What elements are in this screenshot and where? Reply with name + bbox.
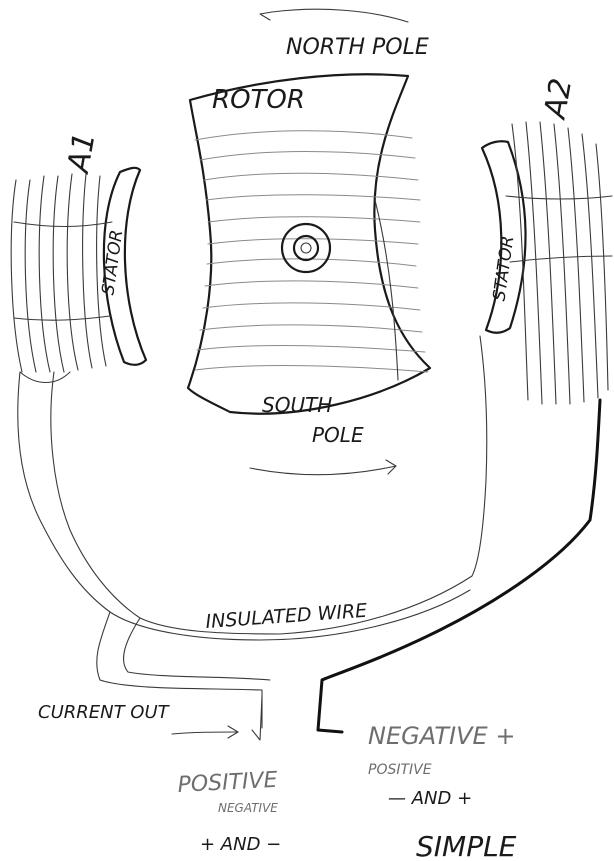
simple-label: SIMPLE — [416, 830, 517, 861]
south-pole-label-2: POLE — [312, 423, 364, 447]
negative-small-label: NEGATIVE — [218, 801, 278, 815]
south-pole-label-1: SOUTH — [262, 393, 332, 417]
plus-and-minus-label: + AND − — [200, 834, 281, 855]
rotor — [188, 74, 430, 413]
positive-label: POSITIVE — [177, 768, 278, 798]
north-pole-label: NORTH POLE — [286, 35, 429, 60]
positive-small-label: POSITIVE — [368, 762, 432, 778]
top-rotation-arrow — [260, 9, 408, 22]
left-stator-label: STATOR — [98, 229, 127, 297]
current-out-label: CURRENT OUT — [38, 702, 171, 723]
a2-label: A2 — [537, 76, 579, 123]
minus-and-plus-label: — AND + — [388, 788, 472, 809]
current-out-arrow — [172, 696, 262, 740]
left-stator — [11, 168, 146, 372]
insulated-wire-label: INSULATED WIRE — [205, 600, 368, 633]
a1-label: A1 — [61, 130, 103, 177]
negative-wire — [318, 400, 600, 732]
rotor-label: ROTOR — [212, 85, 305, 115]
negative-plus-label: NEGATIVE + — [368, 722, 515, 750]
bottom-rotation-arrow — [250, 460, 396, 475]
right-stator-label: STATOR — [490, 235, 519, 303]
insulated-wire — [18, 336, 487, 728]
